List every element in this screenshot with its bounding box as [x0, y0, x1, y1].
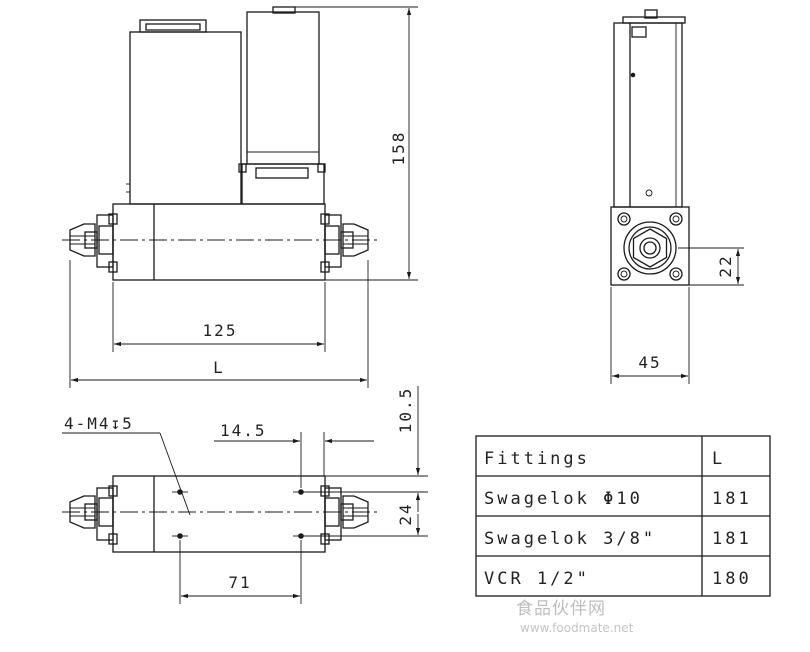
- hole-depth: 5: [122, 414, 134, 433]
- fittings-table: [475, 435, 771, 597]
- depth-symbol: ↧: [111, 414, 123, 433]
- bottom-view: [62, 386, 428, 604]
- dim-10-5-label: 10.5: [396, 387, 415, 434]
- bolt-holes: [617, 212, 683, 281]
- table-cell-fitting-3: VCR 1/2": [484, 569, 590, 589]
- dim-158-label: 158: [389, 131, 408, 166]
- dim-45-label: 45: [638, 353, 661, 372]
- front-view: [62, 6, 418, 388]
- watermark-url: www.foodmate.net: [520, 621, 634, 635]
- holes-callout-label: 4-M4↧5: [64, 414, 134, 433]
- dim-L-label: L: [213, 358, 225, 377]
- dim-22-label: 22: [716, 254, 735, 277]
- table-header-l: L: [712, 449, 725, 469]
- fitting-end-view: [623, 221, 677, 275]
- table-cell-fitting-1: Swagelok Φ10: [484, 489, 643, 509]
- dim-125-label: 125: [203, 321, 238, 340]
- holes-spec: 4-M4: [64, 414, 111, 433]
- table-cell-l-1: 181: [712, 489, 752, 509]
- side-view: [610, 9, 744, 384]
- dim-24-label: 24: [396, 502, 415, 525]
- table-cell-l-2: 181: [712, 529, 752, 549]
- table-header-fittings: Fittings: [484, 449, 590, 469]
- table-cell-fitting-2: Swagelok 3/8": [484, 529, 656, 549]
- table-cell-l-3: 180: [712, 569, 752, 589]
- dim-71-label: 71: [228, 573, 251, 592]
- watermark-cn: 食品伙伴网: [516, 599, 606, 619]
- dim-14-5-label: 14.5: [220, 421, 267, 440]
